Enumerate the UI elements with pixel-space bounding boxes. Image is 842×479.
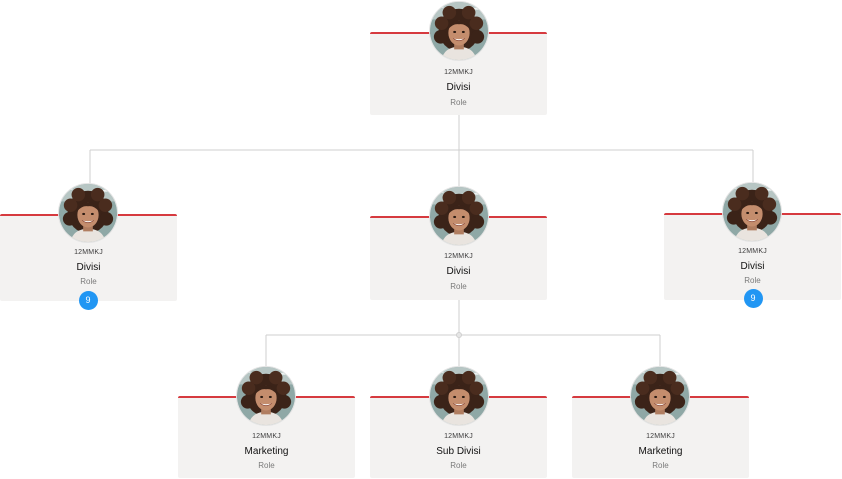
node-role: Role	[450, 461, 467, 470]
node-name: Marketing	[638, 446, 683, 457]
node-role: Role	[80, 277, 97, 286]
node-role: Role	[652, 461, 669, 470]
person-avatar[interactable]	[722, 182, 782, 242]
node-code: 12MMKJ	[252, 433, 281, 440]
node-code: 12MMKJ	[444, 69, 473, 76]
count-badge[interactable]: 9	[78, 291, 98, 310]
person-avatar[interactable]	[630, 366, 690, 426]
node-name: Divisi	[740, 261, 765, 272]
node-role: Role	[744, 276, 761, 285]
person-avatar[interactable]	[58, 183, 118, 243]
node-code: 12MMKJ	[738, 248, 767, 255]
node-name: Divisi	[446, 266, 471, 277]
node-role: Role	[258, 461, 275, 470]
person-avatar[interactable]	[236, 366, 296, 426]
node-name: Marketing	[244, 446, 289, 457]
person-avatar[interactable]	[429, 1, 489, 61]
org-card-left[interactable]: 12MMKJ Divisi Role	[0, 214, 177, 301]
count-badge[interactable]: 9	[743, 289, 763, 308]
node-name: Sub Divisi	[436, 446, 481, 457]
person-avatar[interactable]	[429, 186, 489, 246]
node-code: 12MMKJ	[444, 253, 473, 260]
person-avatar[interactable]	[429, 366, 489, 426]
node-role: Role	[450, 282, 467, 291]
org-card-root[interactable]: 12MMKJ Divisi Role	[370, 32, 547, 115]
node-name: Divisi	[76, 262, 101, 273]
node-name: Divisi	[446, 82, 471, 93]
connector-junction-dot	[456, 332, 462, 338]
node-role: Role	[450, 98, 467, 107]
node-code: 12MMKJ	[444, 433, 473, 440]
node-code: 12MMKJ	[74, 249, 103, 256]
node-code: 12MMKJ	[646, 433, 675, 440]
